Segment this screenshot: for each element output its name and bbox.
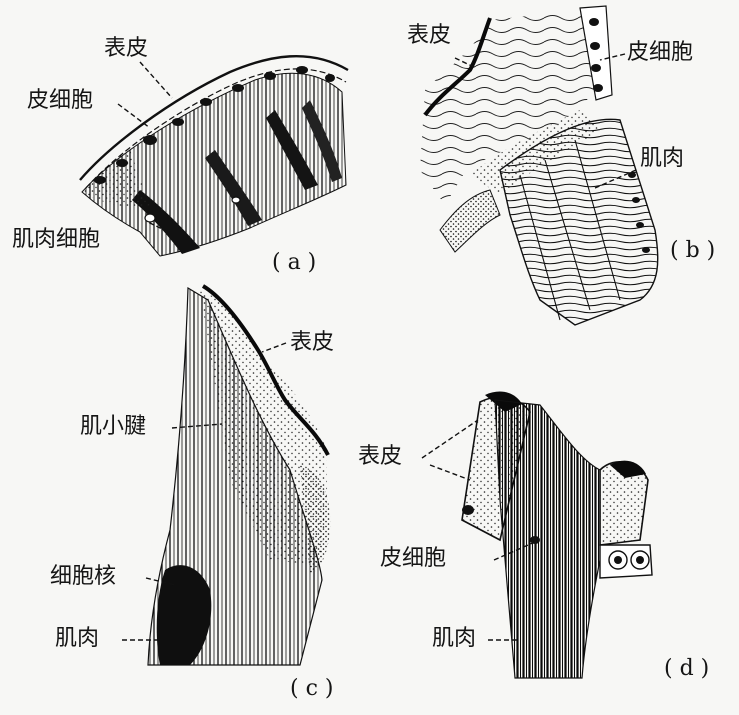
- panel-c-label-epidermis: 表皮: [290, 330, 335, 355]
- panel-a-muscle-bundle: [302, 100, 342, 182]
- panel-b-label-epidermal-cell: 皮细胞: [627, 40, 694, 65]
- leader-b-epidermal-cell: [599, 53, 626, 61]
- panel-c-nucleus-mass: [156, 565, 212, 665]
- panel-c-label-muscle: 肌肉: [55, 626, 100, 651]
- panel-b-epidermis-edge: [423, 17, 492, 117]
- panel-c-drawing: [147, 284, 331, 666]
- panel-b-muscle-block: [499, 118, 659, 326]
- leader-c-epidermis: [261, 342, 287, 353]
- leader-a-epidermal-cell: [117, 103, 151, 129]
- leader-c-tendon: [171, 423, 223, 429]
- panel-b-epidermal-cells: [589, 18, 603, 92]
- panel-b-label-muscle: 肌肉: [640, 146, 685, 171]
- panel-c-label-nucleus: 细胞核: [50, 564, 117, 589]
- panel-a-epidermis-line: [79, 55, 349, 181]
- leader-lines: [117, 53, 637, 641]
- panel-d-drawing: [461, 391, 653, 679]
- panel-a-label-muscle-cell: 肌肉细胞: [12, 227, 101, 252]
- panel-c-caption: ( c ): [290, 676, 334, 701]
- panel-b-muscle-fibers: [519, 139, 621, 321]
- panel-c-epidermis-edge: [201, 284, 330, 456]
- panel-c-label-tendon: 肌小腱: [80, 414, 147, 439]
- panel-d-label-muscle: 肌肉: [432, 626, 477, 651]
- leader-a-epidermis: [139, 61, 173, 99]
- panel-b-epidermis-sheet: [420, 10, 600, 205]
- panel-b-label-epidermis: 表皮: [407, 23, 452, 48]
- panel-a-stipple: [82, 150, 150, 207]
- panel-a-muscle-bundle: [132, 190, 200, 254]
- panel-a-drawing: [79, 55, 349, 257]
- panel-a-label-epidermis: 表皮: [104, 36, 149, 61]
- leader-d-epidermis: [421, 419, 479, 481]
- panel-a-caption: ( a ): [272, 250, 317, 275]
- panel-a-muscle-bundle: [205, 150, 262, 226]
- leader-b-epidermis: [454, 57, 477, 69]
- panel-d-label-epidermal-cell: 皮细胞: [380, 546, 447, 571]
- panel-a-epidermal-cells: [94, 66, 335, 184]
- panel-b-cell-column: [579, 5, 613, 101]
- panel-c-lobe: [300, 465, 331, 575]
- panel-d-label-epidermis: 表皮: [358, 444, 403, 469]
- leader-c-nucleus: [145, 577, 176, 586]
- panel-a-label-epidermal-cell: 皮细胞: [27, 88, 94, 113]
- panel-d-caption: ( d ): [664, 656, 710, 681]
- panel-a-epidermis-inner: [85, 68, 347, 189]
- leader-a-muscle-cell: [147, 221, 169, 233]
- panel-b-caption: ( b ): [670, 238, 716, 263]
- panel-b-drawing: [420, 5, 659, 326]
- panel-b-fringe: [439, 189, 501, 253]
- panel-d-muscle-fibers: [494, 399, 601, 679]
- panel-a-muscle-bundle: [266, 110, 318, 190]
